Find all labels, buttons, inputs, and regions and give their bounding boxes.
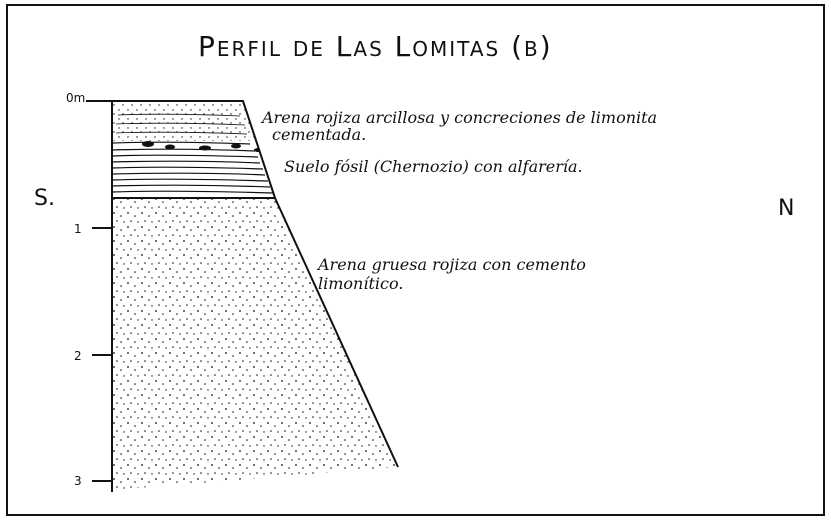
layer-3-label-line-2: limonítico. [318,274,404,293]
layer-1-label-line-2: cementada. [272,125,367,144]
layer-paleosol [112,141,274,194]
limonite-concretions [142,141,262,152]
direction-south-label: S. [34,186,55,211]
depth-tick-label-3: 3 [74,474,82,488]
figure-title: Perfil de Las Lomitas (b) [198,30,553,63]
direction-north-label: N [778,196,795,221]
profile-outline [112,100,399,468]
depth-tick-label-2: 2 [74,349,82,363]
layer-2-label: Suelo fósil (Chernozio) con alfarería. [284,157,583,176]
layer-coarse-sand [112,198,398,490]
figure-frame [6,4,825,516]
layer-3-label-line-1: Arena gruesa rojiza con cemento [318,255,586,274]
layer-sandy-clay [112,101,282,141]
depth-tick-label-0: 0m [66,91,86,105]
depth-tick-label-1: 1 [74,222,82,236]
layer-1-label-line-1: Arena rojiza arcillosa y concreciones de… [262,108,658,127]
